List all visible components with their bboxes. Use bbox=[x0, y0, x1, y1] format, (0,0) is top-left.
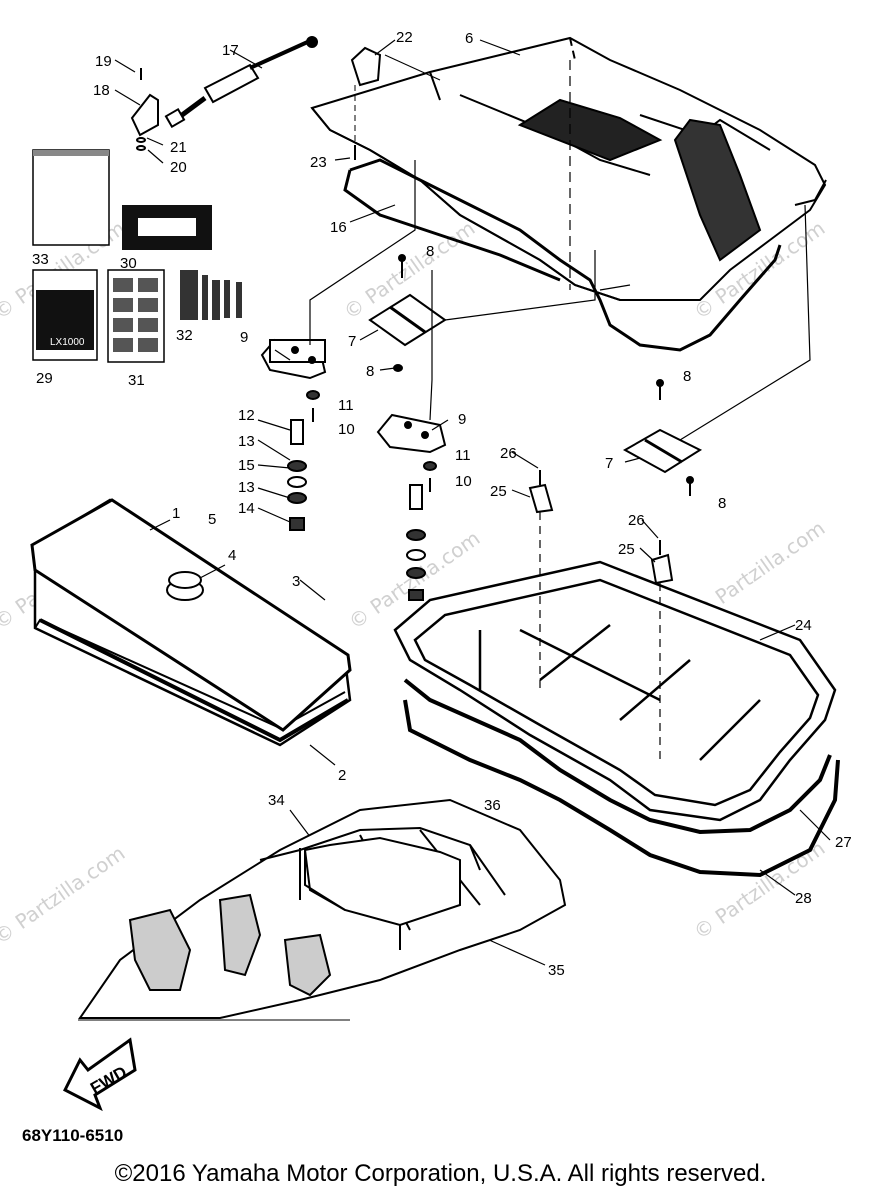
copyright-notice: ©2016 Yamaha Motor Corporation, U.S.A. A… bbox=[114, 1160, 767, 1187]
hardware-stack-right bbox=[406, 461, 437, 601]
screws-8 bbox=[393, 254, 694, 496]
callout-numbers: 1 2 3 4 5 6 7 7 8 8 8 8 9 9 10 10 11 11 … bbox=[32, 29, 852, 979]
hatch-seal-part bbox=[343, 158, 782, 352]
callout-14: 14 bbox=[238, 500, 255, 517]
callout-20: 20 bbox=[170, 159, 187, 176]
watermark: © Partzilla.com bbox=[0, 841, 129, 949]
callout-6: 6 bbox=[465, 30, 473, 47]
callout-7a: 7 bbox=[348, 333, 356, 350]
callout-21: 21 bbox=[170, 139, 187, 156]
callout-2: 2 bbox=[338, 767, 346, 784]
manual-29-title: LX1000 bbox=[50, 337, 85, 348]
callout-30: 30 bbox=[120, 255, 137, 272]
callout-12: 12 bbox=[238, 407, 255, 424]
callout-23: 23 bbox=[310, 154, 327, 171]
callout-31: 31 bbox=[128, 372, 145, 389]
callout-10b: 10 bbox=[455, 473, 472, 490]
callout-33: 33 bbox=[32, 251, 49, 268]
callout-9b: 9 bbox=[458, 411, 466, 428]
callout-36: 36 bbox=[484, 797, 501, 814]
callout-10a: 10 bbox=[338, 421, 355, 438]
callout-8d: 8 bbox=[718, 495, 726, 512]
callout-11b: 11 bbox=[455, 447, 471, 464]
storage-tray-part bbox=[393, 560, 837, 822]
hooks-25-26 bbox=[528, 470, 674, 760]
callout-29: 29 bbox=[36, 370, 53, 387]
callout-27: 27 bbox=[835, 834, 852, 851]
hardware-stack-left bbox=[287, 390, 320, 531]
callout-4: 4 bbox=[228, 547, 236, 564]
callout-24: 24 bbox=[795, 617, 812, 634]
callout-1: 1 bbox=[172, 505, 180, 522]
callout-17: 17 bbox=[222, 42, 239, 59]
callout-3: 3 bbox=[292, 573, 300, 590]
lid-seal-part bbox=[39, 618, 350, 743]
callout-16: 16 bbox=[330, 219, 347, 236]
manual-29: LX1000 bbox=[32, 269, 98, 361]
hinge-plate-7-right bbox=[622, 428, 703, 474]
callout-25a: 25 bbox=[490, 483, 507, 500]
hatch-cover-part bbox=[310, 36, 827, 301]
hinge-9-left bbox=[260, 338, 327, 380]
tray-gasket-part bbox=[403, 699, 840, 878]
callout-15: 15 bbox=[238, 457, 255, 474]
callout-19: 19 bbox=[95, 53, 112, 70]
callout-11a: 11 bbox=[338, 397, 354, 414]
bracket-upper-part bbox=[350, 46, 441, 160]
bracket-part bbox=[130, 68, 159, 151]
tool-kit-32 bbox=[180, 270, 242, 320]
callout-5: 5 bbox=[208, 511, 216, 528]
manual-owner-33 bbox=[32, 149, 110, 246]
tray-seal-part bbox=[403, 678, 832, 835]
video-tape-30 bbox=[122, 205, 212, 250]
callout-7b: 7 bbox=[605, 455, 613, 472]
callout-35: 35 bbox=[548, 962, 565, 979]
callout-26b: 26 bbox=[628, 512, 645, 529]
diagram-code: 68Y110-6510 bbox=[22, 1126, 124, 1145]
boat-hull-part bbox=[78, 798, 567, 1021]
callout-34: 34 bbox=[268, 792, 285, 809]
fwd-arrow-icon: FWD bbox=[62, 1037, 137, 1112]
hatch-lid-part bbox=[30, 498, 352, 747]
decal-sheet-31 bbox=[107, 269, 165, 363]
console-parts-34-36 bbox=[303, 836, 461, 950]
callout-26a: 26 bbox=[500, 445, 517, 462]
callout-13b: 13 bbox=[238, 479, 255, 496]
callout-28: 28 bbox=[795, 890, 812, 907]
callout-18: 18 bbox=[93, 82, 110, 99]
callout-22: 22 bbox=[396, 29, 413, 46]
callout-9a: 9 bbox=[240, 329, 248, 346]
callout-8b: 8 bbox=[366, 363, 374, 380]
gas-stay-part bbox=[164, 36, 318, 129]
hinge-9-right bbox=[376, 413, 447, 454]
callout-13a: 13 bbox=[238, 433, 255, 450]
callout-8c: 8 bbox=[683, 368, 691, 385]
callout-32: 32 bbox=[176, 327, 193, 344]
callout-25b: 25 bbox=[618, 541, 635, 558]
callout-8a: 8 bbox=[426, 243, 434, 260]
